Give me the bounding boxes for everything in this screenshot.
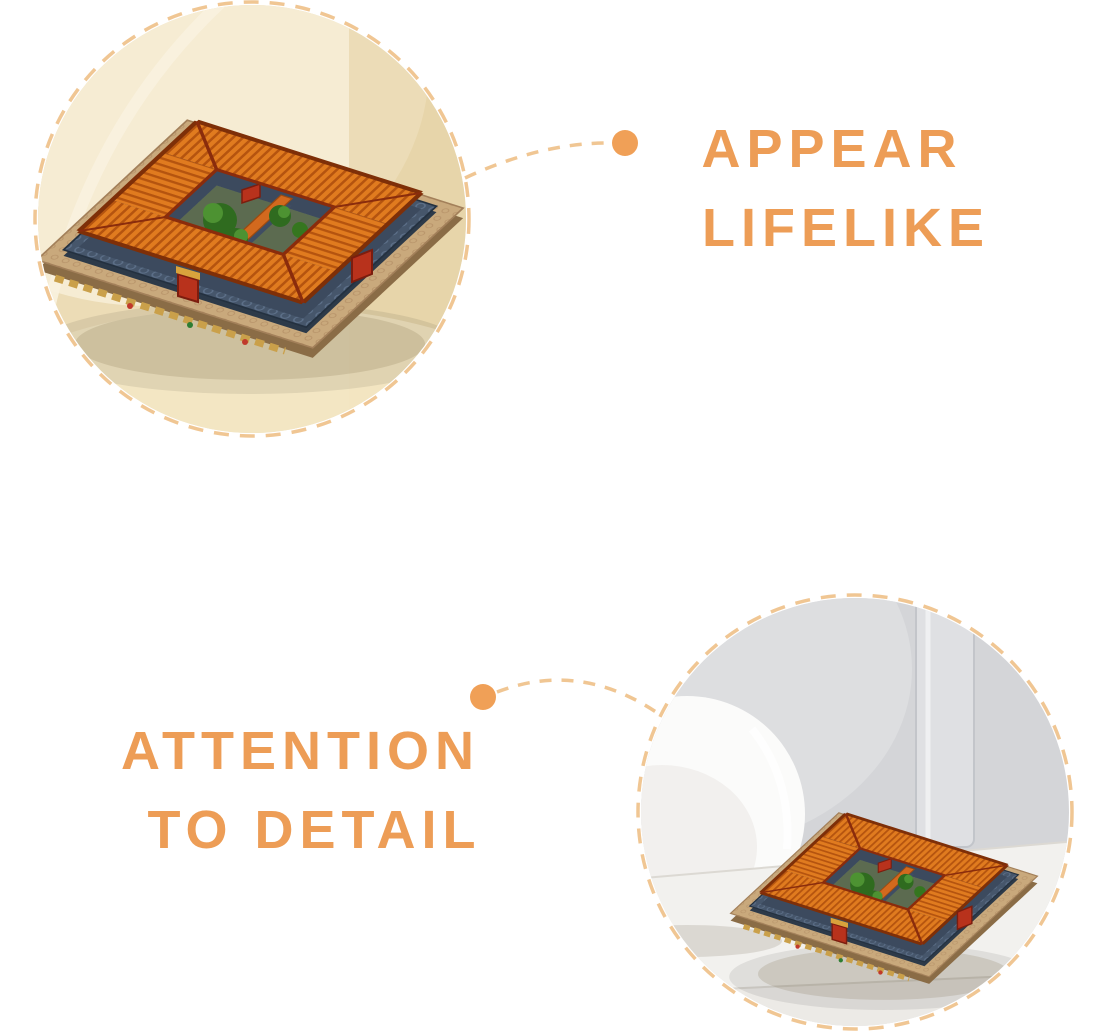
callout-line: LIFELIKE: [702, 198, 990, 258]
callout-line: ATTENTION: [121, 721, 480, 781]
callout-appear-lifelike: APPEAR LIFELIKE: [612, 110, 1052, 268]
product-photo-circle-top: [33, 0, 471, 438]
connector-dot-icon-bottom: [470, 684, 496, 710]
dashed-circle-border-top: [33, 0, 471, 438]
dashed-connector-top: [464, 141, 609, 180]
callout-attention-to-detail: ATTENTION TO DETAIL: [58, 712, 543, 870]
callout-line: APPEAR: [701, 119, 963, 179]
dashed-circle-border-bottom: [636, 593, 1074, 1031]
product-photo-circle-bottom: [636, 593, 1074, 1031]
top-photo-scene: [38, 5, 466, 433]
callout-line: TO DETAIL: [147, 800, 482, 860]
glass-vase-illustration: [915, 598, 975, 848]
bottom-photo-scene: [641, 598, 1069, 1026]
